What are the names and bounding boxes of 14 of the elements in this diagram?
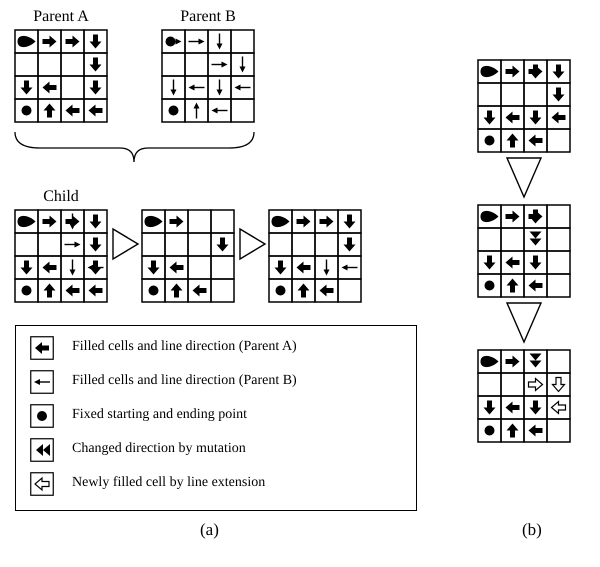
triangle-arrow bbox=[506, 302, 542, 344]
triangle-arrow bbox=[239, 228, 266, 260]
legend-text: Changed direction by mutation bbox=[72, 441, 246, 457]
legend-text: Fixed starting and ending point bbox=[72, 407, 247, 423]
legend-text: Filled cells and line direction (Parent B) bbox=[72, 373, 297, 389]
legend-text: Newly filled cell by line extension bbox=[72, 475, 266, 491]
panel-label: (b) bbox=[522, 520, 542, 540]
grid-heading: Child bbox=[42, 188, 80, 206]
grid-heading: Parent A bbox=[32, 8, 90, 26]
panel-label: (a) bbox=[200, 520, 219, 540]
triangle-arrow bbox=[112, 228, 140, 260]
triangle-arrow bbox=[506, 157, 542, 199]
legend-text: Filled cells and line direction (Parent A) bbox=[72, 339, 297, 355]
grid-heading: Parent B bbox=[179, 8, 237, 26]
